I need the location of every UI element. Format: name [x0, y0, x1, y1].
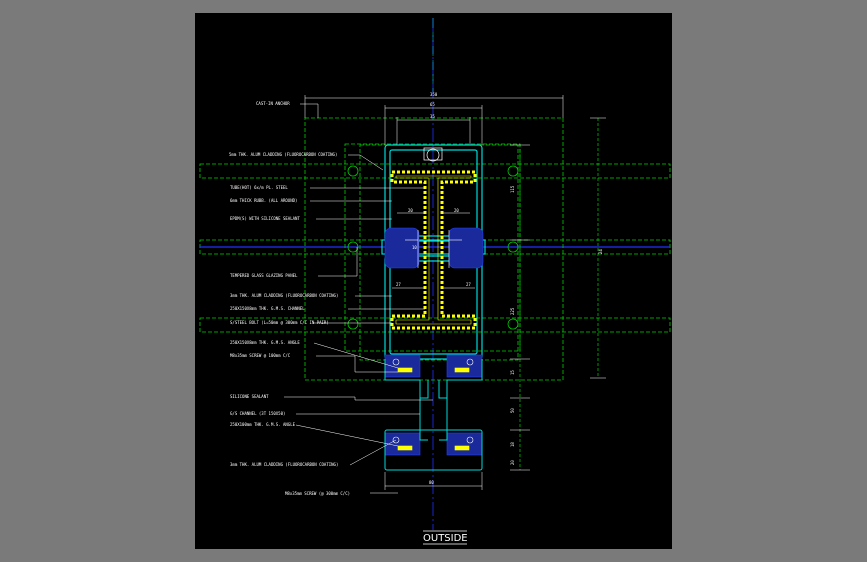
leader-lines — [284, 103, 433, 494]
label-alum-cladding-bottom: 3mm THK. ALUM CLADDING (FLUOROCARBON COA… — [230, 462, 338, 467]
dim-mid-right: 27 — [466, 282, 471, 287]
dim-mid-left: 27 — [396, 282, 401, 287]
drawing-sheet — [195, 13, 672, 549]
mid-dimensions — [392, 212, 475, 289]
dim-inner-right: 20 — [454, 208, 459, 213]
dim-overall-width: 350 — [430, 92, 438, 97]
dim-side-6: 18 — [510, 442, 515, 447]
label-gs-channel: G/S CHANNEL (3T 150X50) — [230, 411, 285, 416]
dim-side-7: 24 — [598, 249, 603, 254]
dim-top-width-1: 65 — [430, 102, 435, 107]
lower-brackets — [384, 359, 483, 471]
label-tube-steel: TUBE(HOT) 6x/m PL. STEEL — [230, 185, 288, 190]
side-dim-lines — [519, 118, 599, 470]
label-gms-angle-lower: 250X100mm THK. G.M.S. ANGLE — [230, 422, 296, 427]
screw-heads — [392, 358, 474, 444]
steel-i-beam-outline — [395, 175, 472, 325]
mullion-profile — [381, 144, 486, 360]
label-gms-channel: 250X150X8mm THK. G.M.S. CHANNEL — [230, 306, 305, 311]
label-epdm: EPDM(S) WITH SILICONE SEALANT — [230, 216, 300, 221]
label-screw: M8x35mm SCREW @ 100mm C/C — [230, 353, 291, 358]
outline-boxes — [304, 117, 564, 381]
dim-inner-left: 20 — [408, 208, 413, 213]
screws — [397, 367, 470, 451]
dim-side-2: 225 — [510, 307, 515, 315]
anchor-circles — [347, 165, 519, 330]
label-steel-bolt: S/STEEL BOLT (L=50mm @ 300mm C/C IN PAIR… — [230, 320, 329, 325]
label-gms-angle: 250X150X8mm THK. G.M.S. ANGLE — [230, 340, 300, 345]
label-silicone-sealant: SILICONE SEALANT — [230, 394, 269, 399]
label-screw-bottom: M8x35mm SCREW (@ 300mm C/C) — [285, 491, 350, 496]
dim-top-width-2: 35 — [430, 114, 435, 119]
drawing-title: OUTSIDE — [423, 533, 468, 544]
steel-i-beam — [390, 170, 477, 330]
label-cast-in-anchor: CAST-IN ANCHOR — [256, 101, 290, 106]
right-dimension-ticks — [510, 117, 606, 471]
dim-bottom-width: 80 — [429, 480, 434, 485]
rubber-blocks — [384, 227, 484, 456]
label-alum-cladding-mid: 3mm THK. ALUM CLADDING (FLUOROCARBON COA… — [230, 293, 338, 298]
label-rubber: 6mm THICK RUBB. (ALL AROUND) — [230, 198, 297, 203]
top-dimensions — [304, 95, 564, 145]
bottom-dimension — [384, 472, 483, 490]
dim-small-10: 10 — [412, 245, 417, 250]
glass-edge-lines — [405, 230, 462, 268]
label-glass-panel: TEMPERED GLASS GLAZING PANEL — [230, 273, 298, 278]
dim-side-5: 20 — [510, 460, 515, 465]
label-alum-cladding-top: 5mm THK. ALUM CLADDING (FLUOROCARBON COA… — [229, 152, 337, 157]
dim-side-3: 15 — [510, 370, 515, 375]
top-clip — [423, 147, 443, 162]
dim-side-1: 115 — [510, 185, 515, 193]
dim-side-4: 50 — [510, 408, 515, 413]
